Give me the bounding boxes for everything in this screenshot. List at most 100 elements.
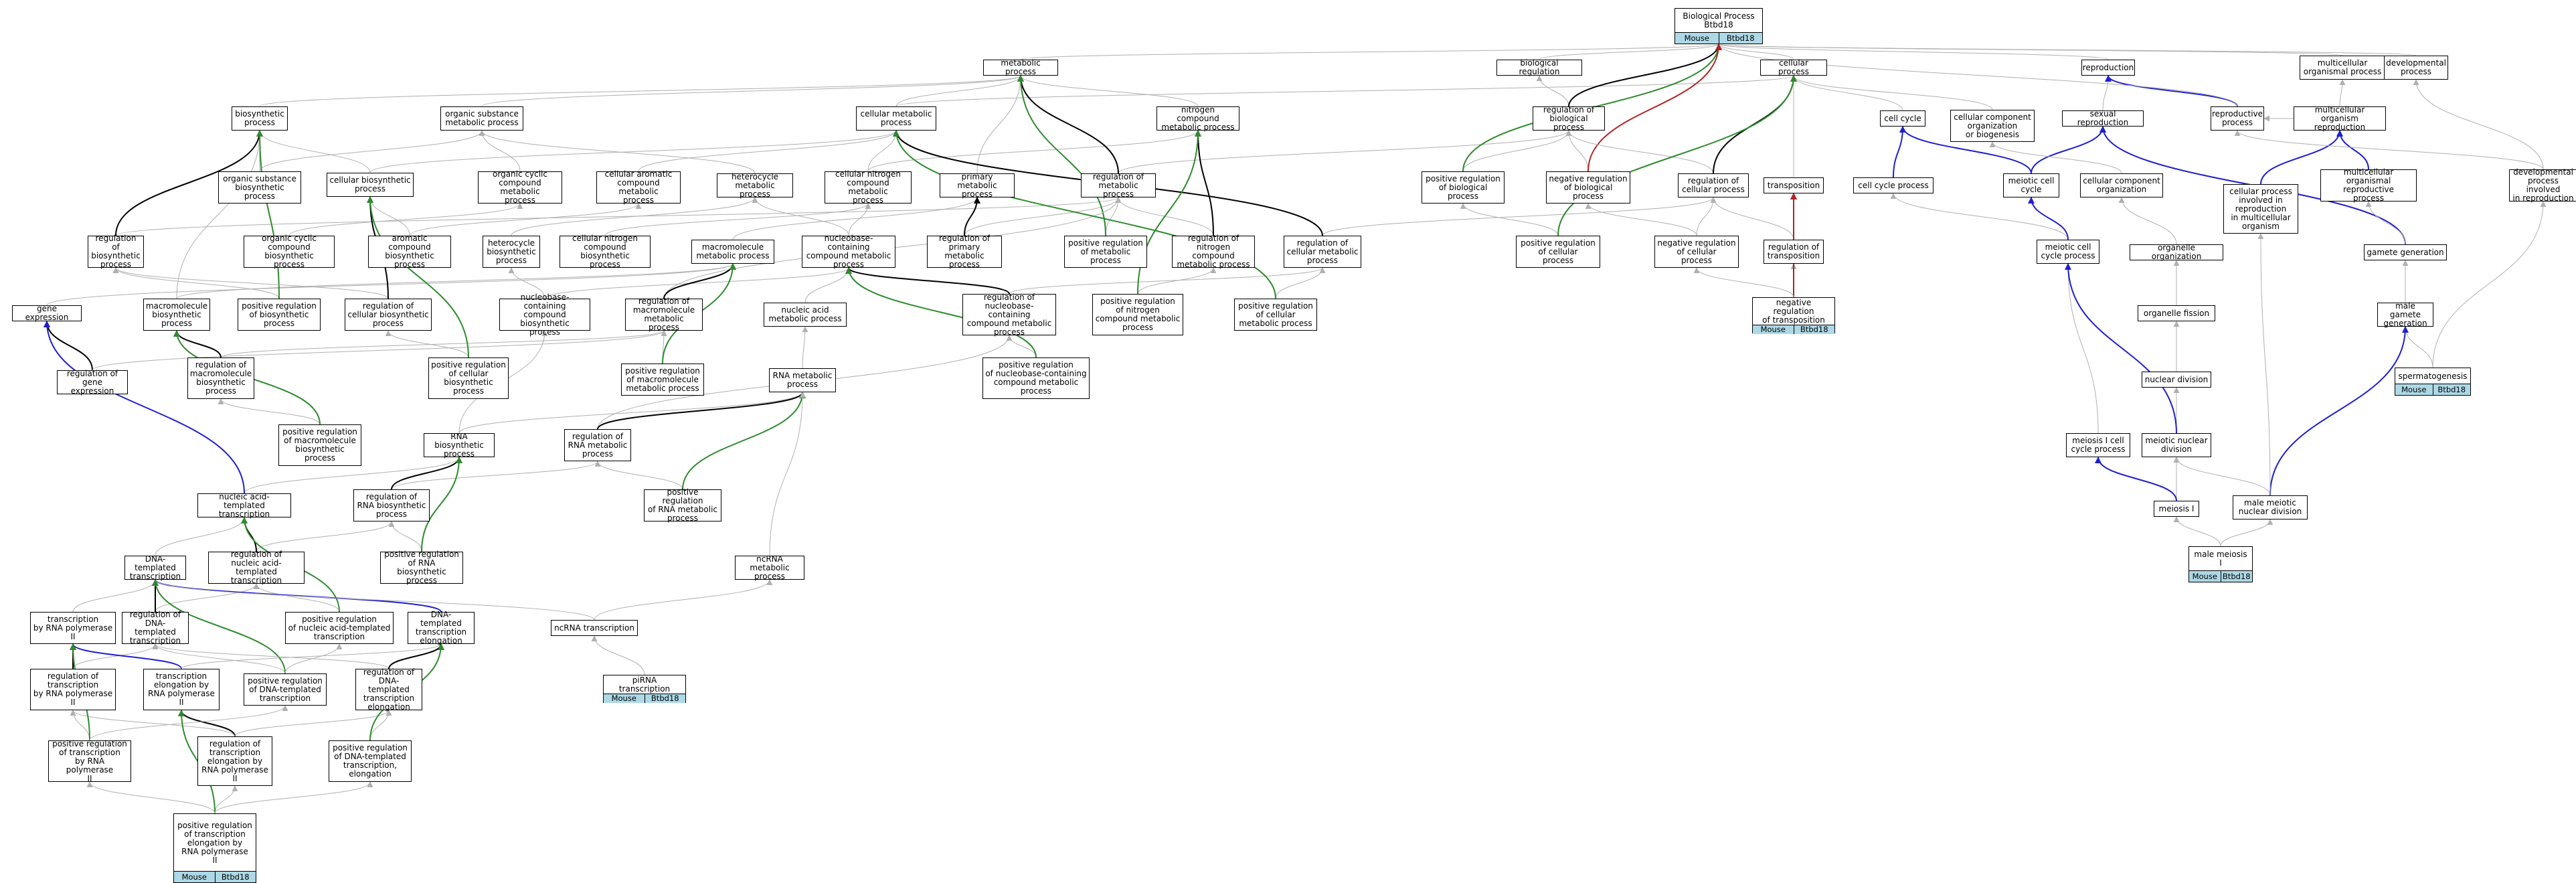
go-term-cellular-process[interactable]: cellular process <box>1760 59 1827 76</box>
go-term-regulation-of-transposition[interactable]: regulation of transposition <box>1764 240 1824 264</box>
go-term-positive-regulation-of-metabolic-process[interactable]: positive regulation of metabolic process <box>1064 236 1147 268</box>
go-term-cellular-process-in-reproduction[interactable]: cellular process involved in reproductio… <box>2223 184 2298 234</box>
go-term-multicellular-organismal-reproductive-process[interactable]: multicellular organismal reproductive pr… <box>2320 168 2417 203</box>
go-term-organic-cyclic-compound-metabolic-process[interactable]: organic cyclic compound metabolic proces… <box>478 170 562 205</box>
go-term-organelle-organization[interactable]: organelle organization <box>2130 244 2223 261</box>
go-term-biosynthetic-process[interactable]: biosynthetic process <box>232 106 288 131</box>
go-term-sexual-reproduction[interactable]: sexual reproduction <box>2062 110 2144 127</box>
go-term-meiotic-cell-cycle[interactable]: meiotic cell cycle <box>2003 173 2059 197</box>
go-term-transcription-by-rna-polymerase-ii[interactable]: transcription by RNA polymerase II <box>30 612 116 644</box>
go-term-positive-regulation-of-transcription-elongation-by-rna-polymerase-ii[interactable]: positive regulation of transcription elo… <box>173 813 256 883</box>
go-term-regulation-of-transcription-by-rna-polymerase-ii[interactable]: regulation of transcription by RNA polym… <box>30 669 116 710</box>
go-term-heterocycle-metabolic-process[interactable]: heterocycle metabolic process <box>717 172 793 198</box>
go-term-regulation-of-biosynthetic-process[interactable]: regulation of biosynthetic process <box>88 234 144 269</box>
go-term-regulation-of-macromolecule-biosynthetic-process[interactable]: regulation of macromolecule biosynthetic… <box>187 357 254 399</box>
go-term-gene-expression[interactable]: gene expression <box>12 305 82 322</box>
go-term-meiotic-nuclear-division[interactable]: meiotic nuclear division <box>2142 433 2211 457</box>
go-term-transcription-elongation-by-rna-polymerase-ii[interactable]: transcription elongation by RNA polymera… <box>143 669 220 710</box>
go-term-positive-regulation-of-rna-metabolic-process[interactable]: positive regulation of RNA metabolic pro… <box>644 488 721 523</box>
go-term-regulation-of-transcription-elongation-by-rna-polymerase-ii[interactable]: regulation of transcription elongation b… <box>197 736 272 786</box>
go-term-positive-regulation-of-dna-templated-transcription-elongation[interactable]: positive regulation of DNA-templated tra… <box>329 740 412 782</box>
go-term-meiosis-i[interactable]: meiosis I <box>2154 501 2199 517</box>
go-term-developmental-process[interactable]: developmental process <box>2384 56 2448 80</box>
go-term-cellular-aromatic-compound-metabolic-process[interactable]: cellular aromatic compound metabolic pro… <box>596 170 681 205</box>
go-term-reproductive-process[interactable]: reproductive process <box>2211 106 2264 131</box>
go-term-regulation-of-metabolic-process[interactable]: regulation of metabolic process <box>1081 172 1156 198</box>
go-term-organic-cyclic-compound-biosynthetic-process[interactable]: organic cyclic compound biosynthetic pro… <box>244 234 335 269</box>
go-term-regulation-of-macromolecule-metabolic-process[interactable]: regulation of macromolecule metabolic pr… <box>625 297 703 332</box>
go-term-rna-metabolic-process[interactable]: RNA metabolic process <box>769 368 836 392</box>
go-term-positive-regulation-of-macromolecule-biosynthetic-process[interactable]: positive regulation of macromolecule bio… <box>278 424 361 466</box>
go-term-nucleic-acid-metabolic-process[interactable]: nucleic acid metabolic process <box>764 303 847 327</box>
go-term-regulation-of-rna-biosynthetic-process[interactable]: regulation of RNA biosynthetic process <box>353 489 430 521</box>
go-term-positive-regulation-of-macromolecule-metabolic-process[interactable]: positive regulation of macromolecule met… <box>621 364 704 396</box>
go-term-positive-regulation-of-cellular-biosynthetic-process[interactable]: positive regulation of cellular biosynth… <box>428 357 509 399</box>
go-term-negative-regulation-of-biological-process[interactable]: negative regulation of biological proces… <box>1546 171 1630 204</box>
go-term-regulation-of-rna-metabolic-process[interactable]: regulation of RNA metabolic process <box>564 429 631 461</box>
go-term-meiotic-cell-cycle-process[interactable]: meiotic cell cycle process <box>2037 240 2099 264</box>
go-term-gamete-generation[interactable]: gamete generation <box>2364 244 2447 260</box>
go-term-regulation-of-primary-metabolic-process[interactable]: regulation of primary metabolic process <box>927 234 1002 269</box>
go-term-primary-metabolic-process[interactable]: primary metabolic process <box>940 172 1015 198</box>
go-term-reproduction[interactable]: reproduction <box>2081 60 2135 76</box>
go-term-cell-cycle-process[interactable]: cell cycle process <box>1853 177 1934 193</box>
go-term-nitrogen-compound-metabolic-process[interactable]: nitrogen compound metabolic process <box>1156 105 1239 131</box>
go-term-organic-substance-metabolic-process[interactable]: organic substance metabolic process <box>440 106 523 131</box>
go-term-ncrna-metabolic-process[interactable]: ncRNA metabolic process <box>735 554 804 580</box>
go-term-rna-biosynthetic-process[interactable]: RNA biosynthetic process <box>424 432 495 458</box>
go-term-male-meiotic-nuclear-division[interactable]: male meiotic nuclear division <box>2233 495 2308 519</box>
go-term-positive-regulation-of-rna-biosynthetic-process[interactable]: positive regulation of RNA biosynthetic … <box>380 550 463 585</box>
go-term-regulation-of-cellular-process[interactable]: regulation of cellular process <box>1678 173 1749 197</box>
go-term-organelle-fission[interactable]: organelle fission <box>2138 305 2215 321</box>
go-term-cellular-nitrogen-compound-metabolic-process[interactable]: cellular nitrogen compound metabolic pro… <box>825 170 912 205</box>
go-term-cellular-component-organization[interactable]: cellular component organization <box>2080 173 2163 197</box>
go-term-nucleobase-containing-compound-biosynthetic-process[interactable]: nucleobase-containing compound biosynthe… <box>499 293 590 336</box>
go-term-meiosis-i-cell-cycle-process[interactable]: meiosis I cell cycle process <box>2066 433 2130 457</box>
go-term-nucleobase-containing-compound-metabolic-process[interactable]: nucleobase-containing compound metabolic… <box>802 234 895 269</box>
go-term-regulation-of-nucleic-acid-templated-transcription[interactable]: regulation of nucleic acid-templated tra… <box>208 550 305 585</box>
go-term-positive-regulation-of-nucleic-acid-templated-transcription[interactable]: positive regulation of nucleic acid-temp… <box>285 612 394 644</box>
go-term-cell-cycle[interactable]: cell cycle <box>1880 110 1925 127</box>
go-term-positive-regulation-of-nitrogen-compound-metabolic-process[interactable]: positive regulation of nitrogen compound… <box>1092 294 1183 335</box>
go-term-positive-regulation-of-cellular-metabolic-process[interactable]: positive regulation of cellular metaboli… <box>1234 299 1317 331</box>
go-term-male-gamete-generation[interactable]: male gamete generation <box>2377 301 2433 327</box>
go-term-aromatic-compound-biosynthetic-process[interactable]: aromatic compound biosynthetic process <box>368 234 451 269</box>
go-term-dna-templated-transcription-elongation[interactable]: DNA-templated transcription elongation <box>408 611 475 645</box>
go-term-positive-regulation-of-nucleobase-containing-compound-metabolic-process[interactable]: positive regulation of nucleobase-contai… <box>982 357 1090 399</box>
go-term-macromolecule-biosynthetic-process[interactable]: macromolecule biosynthetic process <box>143 299 210 331</box>
go-term-heterocycle-biosynthetic-process[interactable]: heterocycle biosynthetic process <box>483 236 540 268</box>
go-term-nucleic-acid-templated-transcription[interactable]: nucleic acid-templated transcription <box>197 492 291 518</box>
go-term-regulation-of-dna-templated-transcription-elongation[interactable]: regulation of DNA-templated transcriptio… <box>355 667 422 711</box>
go-term-developmental-process-in-reproduction[interactable]: developmental process involved in reprod… <box>2509 168 2576 203</box>
go-term-metabolic-process[interactable]: metabolic process <box>983 59 1058 76</box>
go-term-cellular-biosynthetic-process[interactable]: cellular biosynthetic process <box>327 173 414 197</box>
go-term-biological-regulation[interactable]: biological regulation <box>1496 59 1582 76</box>
go-term-transposition[interactable]: transposition <box>1764 177 1824 193</box>
go-term-multicellular-organismal-process[interactable]: multicellular organismal process <box>2300 56 2385 80</box>
go-term-regulation-of-gene-expression[interactable]: regulation of gene expression <box>57 369 128 395</box>
go-term-regulation-of-nucleobase-containing-compound-metabolic-process[interactable]: regulation of nucleobase-containing comp… <box>962 293 1056 336</box>
go-term-organic-substance-biosynthetic-process[interactable]: organic substance biosynthetic process <box>218 171 301 204</box>
go-term-macromolecule-metabolic-process[interactable]: macromolecule metabolic process <box>691 240 774 264</box>
go-term-positive-regulation-of-cellular-process[interactable]: positive regulation of cellular process <box>1516 236 1600 268</box>
go-term-regulation-of-nitrogen-compound-metabolic-process[interactable]: regulation of nitrogen compound metaboli… <box>1172 234 1255 269</box>
go-term-cellular-nitrogen-compound-biosynthetic-process[interactable]: cellular nitrogen compound biosynthetic … <box>560 234 651 269</box>
go-term-ncrna-transcription[interactable]: ncRNA transcription <box>551 620 638 636</box>
go-term-positive-regulation-of-transcription-by-rna-polymerase-ii[interactable]: positive regulation of transcription by … <box>48 739 131 783</box>
go-term-multicellular-organism-reproduction[interactable]: multicellular organism reproduction <box>2294 105 2386 131</box>
go-term-nuclear-division[interactable]: nuclear division <box>2142 372 2211 388</box>
go-term-regulation-of-biological-process[interactable]: regulation of biological process <box>1533 105 1605 131</box>
go-term-dna-templated-transcription[interactable]: DNA-templated transcription <box>124 554 186 580</box>
go-term-regulation-of-cellular-biosynthetic-process[interactable]: regulation of cellular biosynthetic proc… <box>345 299 432 331</box>
go-term-ccob[interactable]: cellular component organization or bioge… <box>1950 110 2035 142</box>
go-term-negative-regulation-of-cellular-process[interactable]: negative regulation of cellular process <box>1654 236 1739 268</box>
go-term-cellular-metabolic-process[interactable]: cellular metabolic process <box>856 106 936 131</box>
go-term-regulation-of-dna-templated-transcription[interactable]: regulation of DNA-templated transcriptio… <box>122 611 189 645</box>
go-term-positive-regulation-of-biological-process[interactable]: positive regulation of biological proces… <box>1422 171 1505 204</box>
go-term-positive-regulation-of-dna-templated-transcription[interactable]: positive regulation of DNA-templated tra… <box>244 673 327 706</box>
